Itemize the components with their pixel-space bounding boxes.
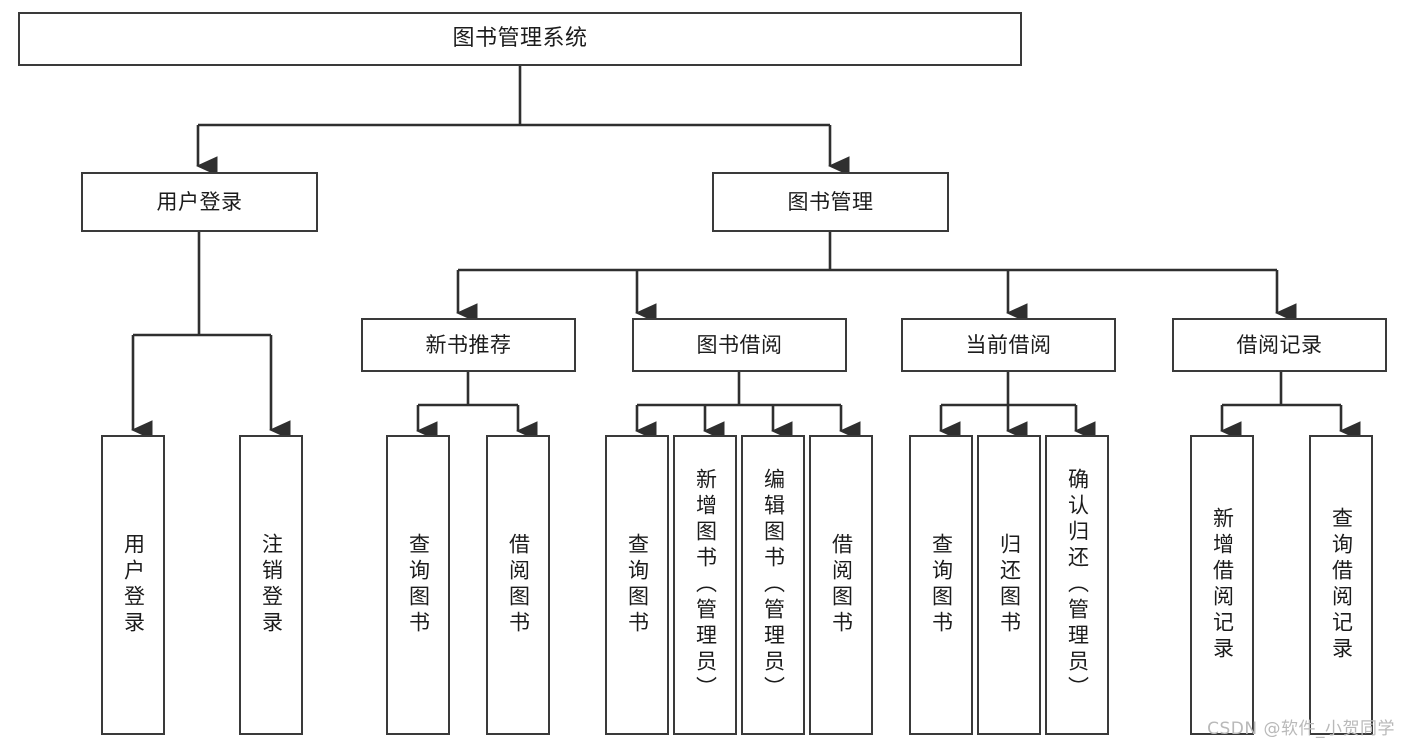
node-leaf-confirm-return-label: 确认归还（管理员） [1065, 468, 1090, 702]
node-leaf-query-book-2-label: 查询图书 [625, 533, 650, 637]
node-leaf-user-login-label: 用户登录 [121, 533, 146, 637]
node-current-borrow-label: 当前借阅 [965, 332, 1052, 357]
node-new-book-recommend[interactable]: 新书推荐 [361, 318, 576, 372]
node-leaf-user-login[interactable]: 用户登录 [101, 435, 165, 735]
node-book-manage-label: 图书管理 [787, 189, 874, 214]
node-root[interactable]: 图书管理系统 [18, 12, 1022, 66]
node-leaf-add-book[interactable]: 新增图书（管理员） [673, 435, 737, 735]
node-book-borrow[interactable]: 图书借阅 [632, 318, 847, 372]
node-borrow-record-label: 借阅记录 [1236, 332, 1323, 357]
node-leaf-borrow-book-1[interactable]: 借阅图书 [486, 435, 550, 735]
node-leaf-user-logout-label: 注销登录 [259, 533, 284, 637]
node-leaf-confirm-return[interactable]: 确认归还（管理员） [1045, 435, 1109, 735]
node-borrow-record[interactable]: 借阅记录 [1172, 318, 1387, 372]
node-leaf-query-record[interactable]: 查询借阅记录 [1309, 435, 1373, 735]
node-root-label: 图书管理系统 [452, 26, 588, 51]
node-user-login[interactable]: 用户登录 [81, 172, 318, 232]
node-new-book-recommend-label: 新书推荐 [425, 332, 512, 357]
node-current-borrow[interactable]: 当前借阅 [901, 318, 1116, 372]
node-leaf-return-book[interactable]: 归还图书 [977, 435, 1041, 735]
node-leaf-edit-book-label: 编辑图书（管理员） [761, 468, 786, 702]
node-leaf-query-book-3-label: 查询图书 [929, 533, 954, 637]
node-user-login-label: 用户登录 [156, 189, 243, 214]
node-leaf-query-book-3[interactable]: 查询图书 [909, 435, 973, 735]
node-leaf-query-book-1-label: 查询图书 [406, 533, 431, 637]
node-leaf-query-book-2[interactable]: 查询图书 [605, 435, 669, 735]
node-leaf-query-book-1[interactable]: 查询图书 [386, 435, 450, 735]
node-leaf-borrow-book-1-label: 借阅图书 [506, 533, 531, 637]
node-leaf-add-record-label: 新增借阅记录 [1210, 507, 1235, 663]
node-book-manage[interactable]: 图书管理 [712, 172, 949, 232]
node-leaf-query-record-label: 查询借阅记录 [1329, 507, 1354, 663]
node-leaf-borrow-book-2[interactable]: 借阅图书 [809, 435, 873, 735]
node-leaf-borrow-book-2-label: 借阅图书 [829, 533, 854, 637]
node-book-borrow-label: 图书借阅 [696, 332, 783, 357]
node-leaf-add-record[interactable]: 新增借阅记录 [1190, 435, 1254, 735]
node-leaf-edit-book[interactable]: 编辑图书（管理员） [741, 435, 805, 735]
node-leaf-add-book-label: 新增图书（管理员） [693, 468, 718, 702]
node-leaf-user-logout[interactable]: 注销登录 [239, 435, 303, 735]
node-leaf-return-book-label: 归还图书 [997, 533, 1022, 637]
